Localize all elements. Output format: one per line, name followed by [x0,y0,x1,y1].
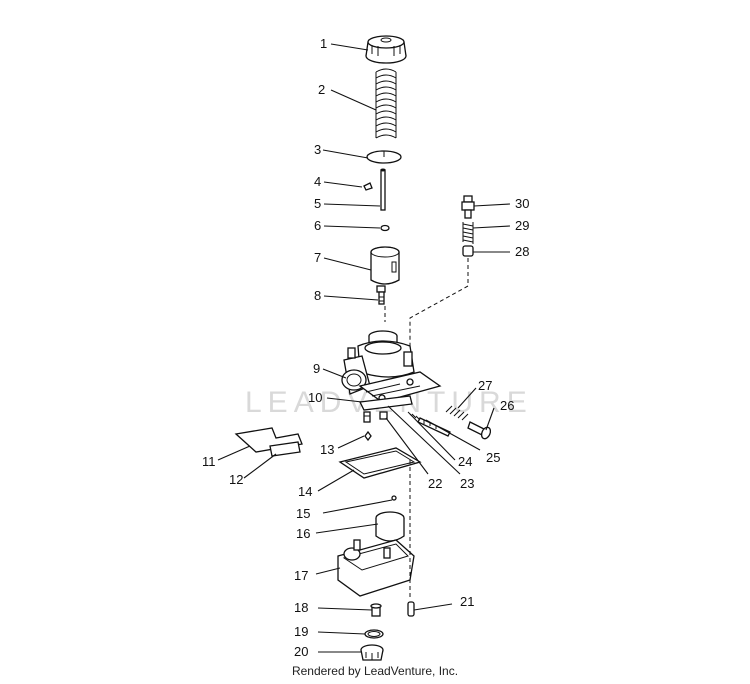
part-17-float-bowl [337,539,415,597]
callout-5: 5 [314,196,321,211]
callout-16: 16 [296,526,310,541]
part-15-float-pin [391,495,397,501]
callout-4: 4 [314,174,321,189]
part-8-needle-jet [376,285,386,305]
part-1-cap [365,35,407,64]
callout-21: 21 [460,594,474,609]
part-20-drain-plug [360,644,384,661]
callout-25: 25 [486,450,500,465]
callout-3: 3 [314,142,321,157]
callout-6: 6 [314,218,321,233]
part-2-spring [375,68,397,139]
part-27-spring [445,405,469,421]
part-30-fitting [461,195,475,219]
part-12-plate [269,441,301,457]
callout-17: 17 [294,568,308,583]
callout-26: 26 [500,398,514,413]
callout-7: 7 [314,250,321,265]
callout-13: 13 [320,442,334,457]
part-29-spring [462,222,474,244]
part-16-float [375,511,405,542]
part-19-o-ring [364,629,384,639]
part-21-drain-pipe [407,601,415,617]
callout-1: 1 [320,36,327,51]
callout-15: 15 [296,506,310,521]
callout-30: 30 [515,196,529,211]
part-3-retainer-plate [366,150,402,164]
callout-8: 8 [314,288,321,303]
part-6-washer [380,224,390,232]
callout-23: 23 [460,476,474,491]
callout-22: 22 [428,476,442,491]
part-4-clip [363,182,373,191]
callout-19: 19 [294,624,308,639]
callout-9: 9 [313,361,320,376]
part-9-carburetor-body [341,330,442,411]
callout-24: 24 [458,454,472,469]
callout-27: 27 [478,378,492,393]
part-18-drain-screw [370,603,382,617]
part-13-pilot-jet [363,411,372,442]
callout-20: 20 [294,644,308,659]
leader-lines [217,43,511,653]
callout-11: 11 [202,454,216,469]
callout-10: 10 [308,390,322,405]
callout-29: 29 [515,218,529,233]
render-credit: Rendered by LeadVenture, Inc. [291,664,459,678]
callout-28: 28 [515,244,529,259]
callout-labels: 1 2 3 4 5 6 7 8 9 10 11 12 13 14 15 16 1… [202,36,529,659]
part-26-idle-screw [467,421,492,440]
part-7-throttle-valve [370,246,400,285]
part-28-plunger [462,245,474,257]
dashed-guide-28 [409,258,469,372]
callout-18: 18 [294,600,308,615]
callout-2: 2 [318,82,325,97]
callout-14: 14 [298,484,312,499]
part-22-main-jet [379,411,388,420]
part-5-jet-needle [380,168,386,211]
part-14-float-bowl-gasket [338,447,422,479]
callout-12: 12 [229,472,243,487]
